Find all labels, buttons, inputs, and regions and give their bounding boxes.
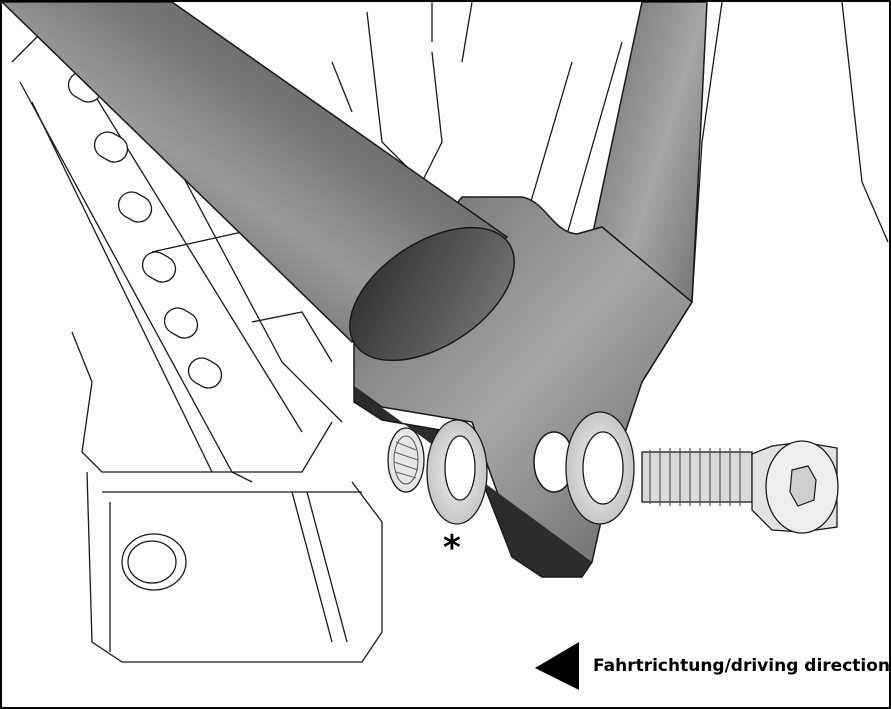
driving-direction-label: Fahrtrichtung/driving direction [593, 656, 891, 676]
bolt-washer [565, 411, 635, 525]
caliper-hole [121, 533, 187, 591]
bracket-edge [353, 387, 593, 578]
tube-end-cap [349, 226, 515, 362]
driving-direction: Fahrtrichtung/driving direction [535, 642, 891, 690]
washer-marker: * [443, 528, 461, 568]
threaded-insert [387, 427, 425, 493]
socket-head-bolt [641, 440, 839, 534]
left-pointing-triangle-arrow-icon [535, 642, 579, 690]
spacer-washer [426, 419, 488, 525]
